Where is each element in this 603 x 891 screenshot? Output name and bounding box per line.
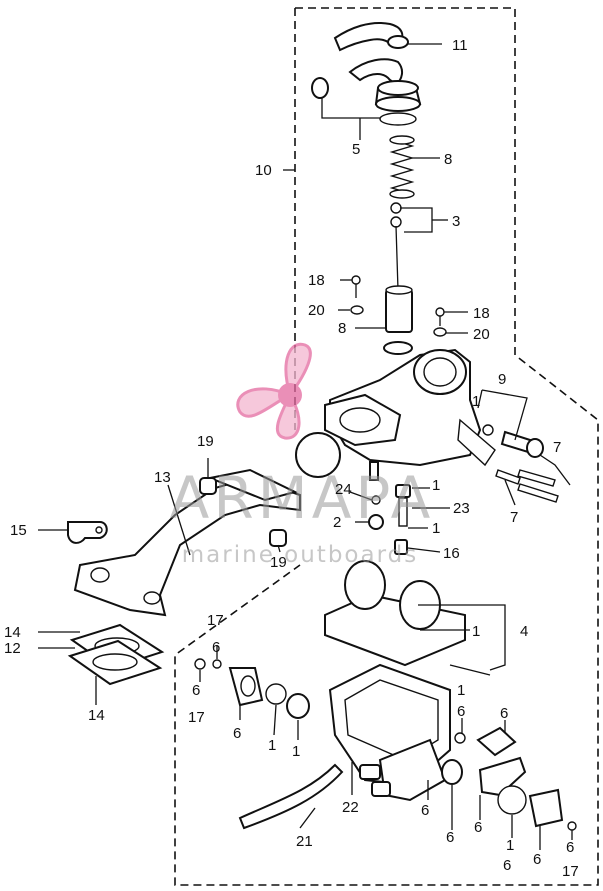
callout-18-right: 18 [473,305,490,322]
callout-16: 16 [443,545,460,562]
part-6-washer-left [212,659,222,669]
callout-13: 13 [154,469,171,486]
callout-8-valve: 8 [338,320,346,337]
propeller-icon [236,342,312,440]
callout-4: 4 [520,623,528,640]
callout-11: 11 [452,37,468,54]
callout-labels: 11 5 8 10 3 18 20 8 18 20 9 1 7 7 19 13 … [4,37,579,880]
part-14-12-insulator [67,623,165,686]
callout-6-bowl: 6 [421,802,429,819]
part-7-adjust-screws [495,469,559,503]
callout-6-filter: 6 [446,829,454,846]
part-11-vent-tube [333,22,409,52]
callout-14-top: 14 [4,624,21,641]
callout-20-left: 20 [308,302,325,319]
callout-1-jet-b: 1 [432,520,440,537]
callout-1-float: 1 [472,623,480,640]
callout-17-left: 17 [188,709,205,726]
part-8-throttle-valve [385,285,413,333]
callout-8-spring: 8 [444,151,452,168]
callout-14-bottom: 14 [88,707,105,724]
callout-2: 2 [333,514,341,531]
callout-21: 21 [296,833,313,850]
part-4-float-chamber-gasket [324,560,491,676]
callout-6-cover-bottom: 6 [533,851,541,868]
part-17-screw-left [194,658,206,670]
callout-6-cap: 6 [474,819,482,836]
part-1-o-ring-right [497,785,527,815]
watermark-tagline: marine outboards [182,542,418,568]
float-bowl [328,663,451,802]
callout-12: 12 [4,640,21,657]
part-23-main-jet [395,484,411,527]
part-8-spring [389,135,415,199]
callout-6-screw-r: 6 [500,705,508,722]
callout-15: 15 [10,522,27,539]
part-6-cover-right [528,788,564,828]
part-6-cover-left [228,667,264,707]
callout-1-jet-a: 1 [432,477,440,494]
callout-1-pilot: 1 [472,393,480,410]
callout-1-oring-left: 1 [268,737,276,754]
part-21-drain-hose [238,763,344,830]
part-2-jet-holder [368,495,384,530]
callout-18-left: 18 [308,272,325,289]
part-24-o-ring [295,432,341,478]
part-1-o-ring-left [265,683,287,705]
watermark-brand: ARMAPA [170,464,435,532]
part-5-top-cap [311,58,422,126]
callout-24: 24 [335,481,352,498]
part-6-cap-right [478,756,527,797]
callout-1-oring-r: 1 [506,837,514,854]
callout-10: 10 [255,162,272,179]
part-1-filter-right [441,759,463,785]
part-18-screw-left [350,275,364,315]
part-6-washer-right [454,732,466,744]
watermark-logo [236,342,312,440]
callout-6-oring-r: 6 [503,857,511,874]
callout-22: 22 [342,799,359,816]
callout-7-lower: 7 [510,509,518,526]
callout-5: 5 [352,141,360,158]
callout-9: 9 [498,371,506,388]
part-6-screw-right [476,726,517,757]
callout-6-cover: 6 [233,725,241,742]
callout-1-right-upper: 1 [457,682,465,699]
callout-6-top: 6 [212,639,220,656]
part-17-screw-right [567,821,577,831]
callout-19-lower: 19 [270,554,287,571]
callout-17-right: 17 [562,863,579,880]
leader-lines [38,43,573,850]
part-9-pilot-screw [482,424,544,458]
callout-17-top: 17 [207,612,224,629]
callout-23: 23 [453,500,470,517]
callout-19-upper: 19 [197,433,214,450]
part-1-filter-screen [286,693,310,719]
callout-6-left: 6 [192,682,200,699]
callout-1-screen: 1 [292,743,300,760]
callout-20-right: 20 [473,326,490,343]
callout-7-upper: 7 [553,439,561,456]
part-3-jet-needle [390,202,402,291]
part-15-clamp [67,521,108,544]
part-16-needle-jet [394,539,408,555]
callout-6-washer-r: 6 [457,703,465,720]
callout-3: 3 [452,213,460,230]
callout-6-cover-r: 6 [566,839,574,856]
part-13-intake-manifold [73,468,301,617]
carburetor-body [324,341,496,481]
